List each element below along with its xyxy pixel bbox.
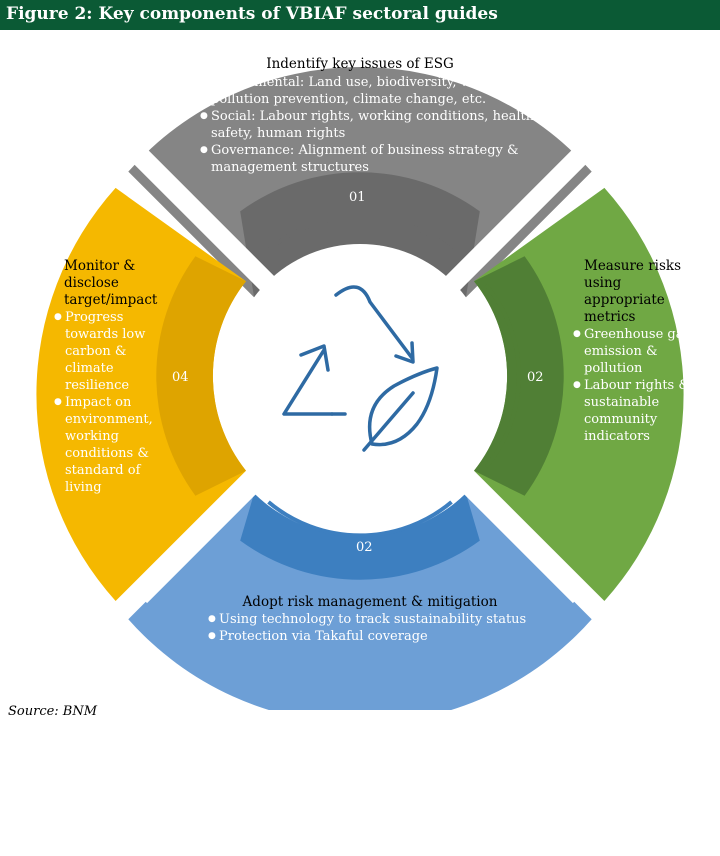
center-disc [228, 244, 492, 508]
segment-3-text: Adopt risk management & mitigation Using… [196, 594, 536, 645]
source-note: Source: BNM [8, 704, 98, 719]
segment-4-bullet: Impact on environment, working condition… [54, 394, 156, 496]
segment-4-text: Monitor & disclose target/impact Progres… [54, 258, 158, 496]
segment-1-bullet: Social: Labour rights, working condition… [200, 108, 550, 142]
segment-2-number: 02 [527, 370, 544, 385]
segment-1-bullet: Governance: Alignment of business strate… [200, 142, 550, 176]
segment-4-title: Monitor & disclose target/impact [64, 258, 158, 308]
segment-3-bullet: Using technology to track sustainability… [208, 611, 536, 628]
segment-4-bullets: Progress towards low carbon & climate re… [54, 309, 156, 496]
segment-1-thin-arc [267, 214, 453, 252]
segment-3-outer [128, 493, 592, 710]
segment-1-number: 01 [349, 190, 366, 205]
segment-4-thin-arc [199, 283, 236, 469]
segment-3-bullets: Using technology to track sustainability… [196, 611, 536, 645]
segment-3-number: 02 [356, 540, 373, 555]
segment-2-thin-arc [484, 283, 521, 469]
segment-1-bullets: Enviromental: Land use, biodiversity, wa… [200, 74, 550, 176]
segment-2-title: Measure risks using appropriate metrics [584, 258, 682, 325]
figure-title: Figure 2: Key components of VBIAF sector… [0, 0, 720, 30]
segment-2-bullets: Greenhouse gas emission & pollution Labo… [573, 326, 695, 445]
segment-1-bullet: Enviromental: Land use, biodiversity, wa… [200, 74, 550, 108]
segment-2-bullet: Greenhouse gas emission & pollution [573, 326, 695, 377]
segment-2-bullet: Labour rights & sustainable community in… [573, 377, 695, 445]
segment-4-bullet: Progress towards low carbon & climate re… [54, 309, 156, 394]
segment-3-bullet: Protection via Takaful coverage [208, 628, 536, 645]
segment-3-thin-arc [267, 500, 453, 538]
segment-3-title: Adopt risk management & mitigation [242, 594, 498, 610]
segment-4-number: 04 [172, 370, 189, 385]
segment-1-title: Indentify key issues of ESG [266, 56, 454, 72]
vbiaf-cycle-diagram: 01 02 02 04 Indentify key issues of ESG … [0, 30, 720, 710]
recycle-leaf-icon [282, 285, 439, 452]
segment-1-text: Indentify key issues of ESG Enviromental… [200, 56, 550, 176]
segment-2-text: Measure risks using appropriate metrics … [573, 258, 695, 445]
